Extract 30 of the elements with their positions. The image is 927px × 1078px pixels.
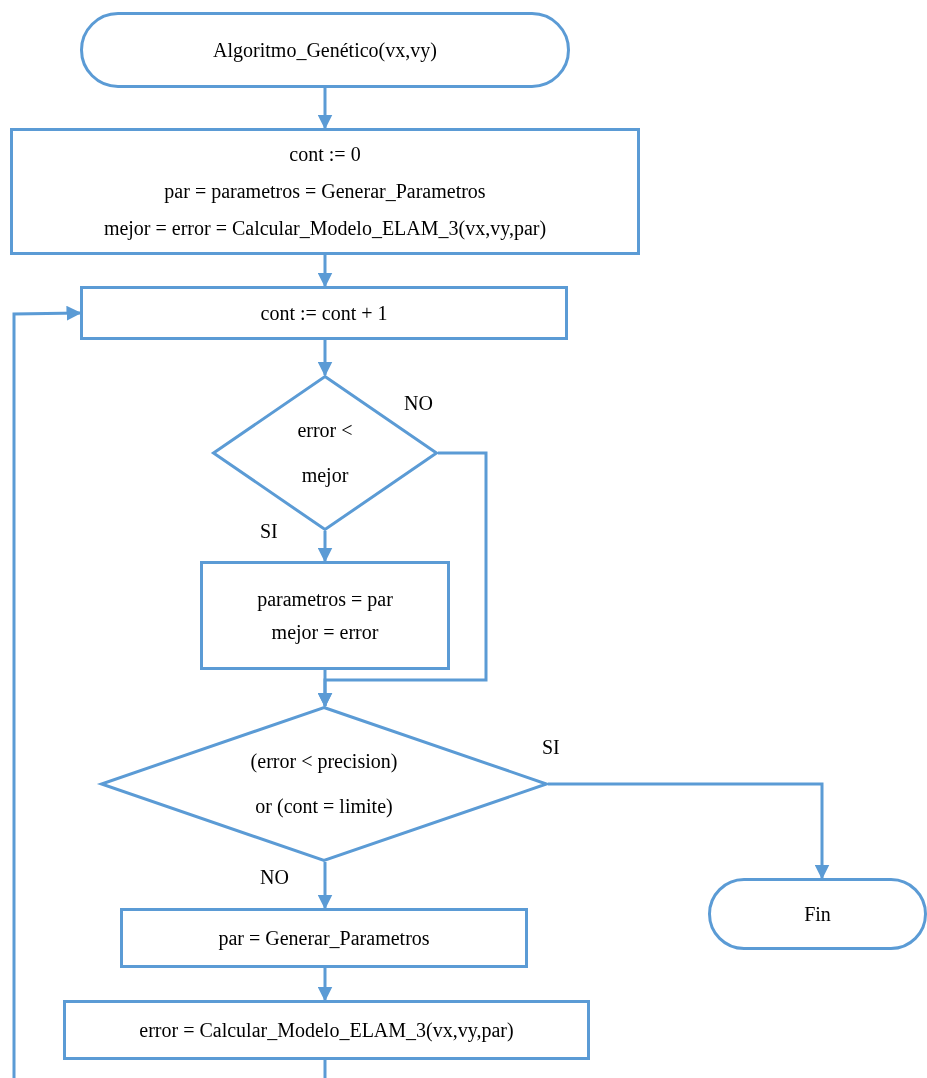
node-text: cont := cont + 1 [260, 301, 388, 325]
node-text: mejor [301, 464, 349, 487]
arrow [317, 862, 333, 910]
node-text: par = parametros = Generar_Parametros [164, 180, 486, 203]
arrow [12, 305, 82, 1078]
process-box [80, 286, 568, 340]
node-text: mejor = error [271, 620, 379, 644]
process-box [10, 128, 640, 255]
terminal-shape [80, 12, 570, 88]
node-text: Algoritmo_Genético(vx,vy) [213, 38, 437, 62]
arrow [317, 968, 333, 1002]
node-text: (error < precision) [250, 750, 398, 773]
node-text: par = Generar_Parametros [218, 926, 430, 950]
node-text: cont := 0 [289, 143, 361, 166]
arrow [317, 531, 333, 563]
node-text: error < [297, 419, 353, 442]
node-text: mejor = error = Calcular_Modelo_ELAM_3(vx,vy,par) [103, 217, 547, 240]
terminal-shape [708, 878, 927, 950]
process-box [200, 561, 450, 670]
process-box [63, 1000, 590, 1060]
arrow [317, 340, 333, 377]
arrow [548, 782, 830, 880]
node-text: error = Calcular_Modelo_ELAM_3(vx,vy,par) [139, 1018, 514, 1042]
process-box [120, 908, 528, 968]
node-text: or (cont = limite) [255, 795, 393, 818]
node-text: parametros = par [257, 587, 393, 611]
arrow [317, 670, 333, 708]
arrow [317, 88, 333, 130]
arrow [317, 255, 333, 288]
node-text: Fin [804, 902, 831, 926]
